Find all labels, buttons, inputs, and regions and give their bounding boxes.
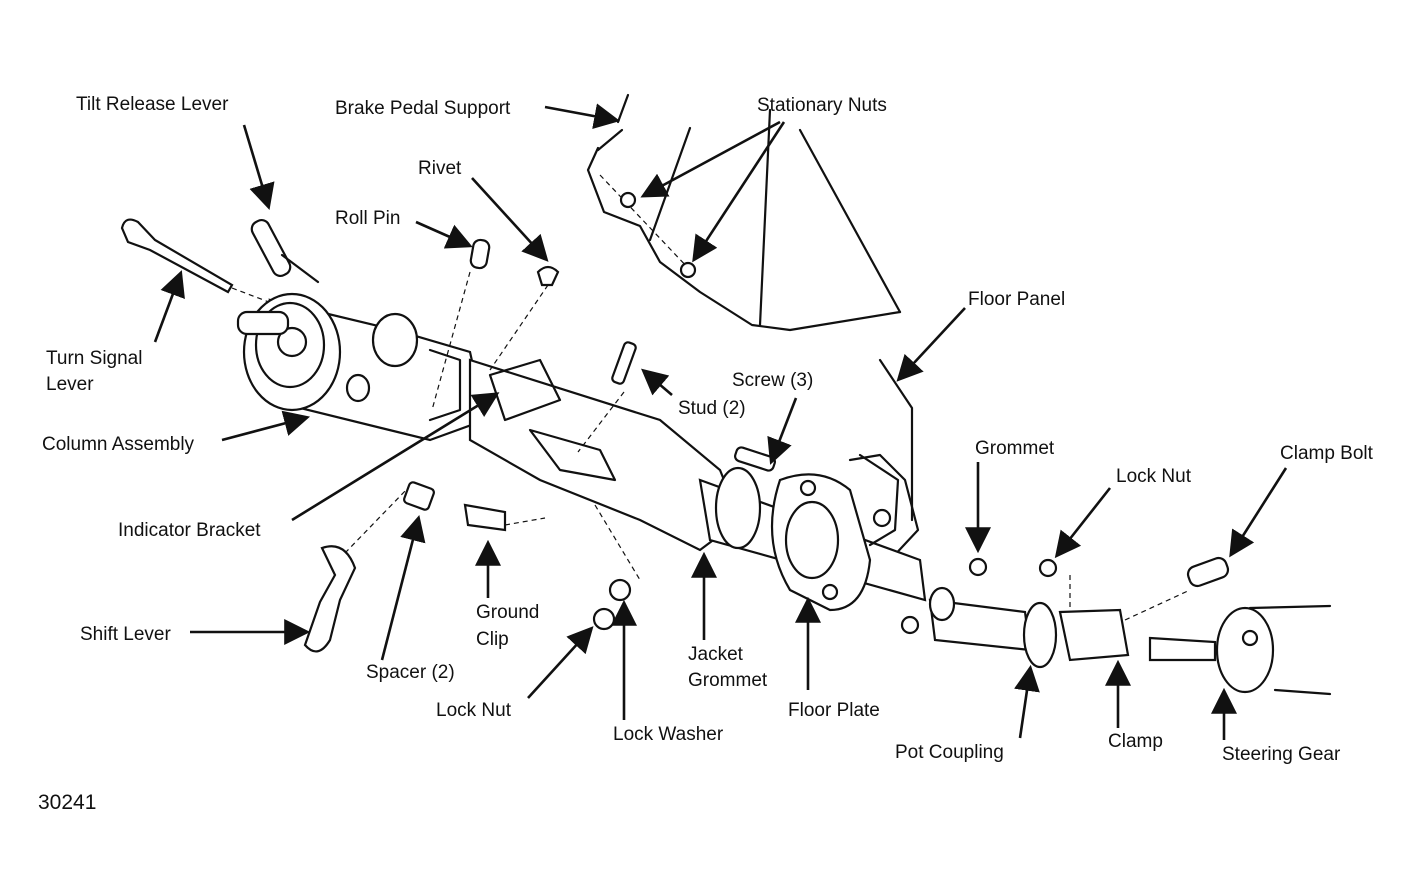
label-roll-pin: Roll Pin: [335, 208, 401, 229]
label-screw: Screw (3): [732, 370, 814, 391]
leader-arrows: [153, 103, 1288, 740]
label-grommet: Grommet: [975, 438, 1055, 459]
tilt-release-lever-drawing: [250, 219, 320, 284]
label-floor-panel: Floor Panel: [968, 289, 1066, 310]
steering-gear-drawing: [1148, 604, 1332, 696]
label-turn-signal-lever-line1: Turn Signal: [46, 348, 143, 369]
label-rivet: Rivet: [418, 158, 462, 179]
label-brake-pedal-support: Brake Pedal Support: [335, 98, 511, 119]
label-tilt-release-lever: Tilt Release Lever: [76, 94, 229, 115]
label-ground-clip-line1: Ground: [476, 602, 540, 623]
label-floor-plate: Floor Plate: [788, 700, 880, 721]
label-clamp-bolt: Clamp Bolt: [1280, 443, 1373, 464]
label-lock-nut-right: Lock Nut: [1116, 466, 1191, 487]
label-lock-nut-bottom: Lock Nut: [436, 700, 511, 721]
coupling-drawing: [928, 556, 1230, 669]
label-pot-coupling: Pot Coupling: [895, 742, 1004, 763]
label-shift-lever: Shift Lever: [80, 624, 171, 645]
small-parts-drawing: [303, 238, 776, 653]
brake-pedal-support-drawing: [586, 93, 902, 332]
figure-number: 30241: [38, 791, 97, 814]
label-jacket-grommet-line2: Grommet: [688, 670, 768, 691]
label-ground-clip-line2: Clip: [476, 629, 509, 650]
label-steering-gear: Steering Gear: [1222, 744, 1341, 765]
turn-signal-lever-drawing: [120, 218, 291, 311]
label-spacer: Spacer (2): [366, 662, 455, 683]
label-jacket-grommet-line1: Jacket: [688, 644, 743, 665]
label-turn-signal-lever-line2: Lever: [46, 374, 94, 395]
floor-plate-drawing: [770, 453, 920, 635]
label-lock-washer: Lock Washer: [613, 724, 724, 745]
label-clamp: Clamp: [1108, 731, 1163, 752]
floor-panel-drawing: [848, 358, 920, 562]
label-indicator-bracket: Indicator Bracket: [118, 520, 261, 541]
label-stud: Stud (2): [678, 398, 746, 419]
label-column-assembly: Column Assembly: [42, 434, 195, 455]
label-stationary-nuts: Stationary Nuts: [757, 95, 887, 116]
